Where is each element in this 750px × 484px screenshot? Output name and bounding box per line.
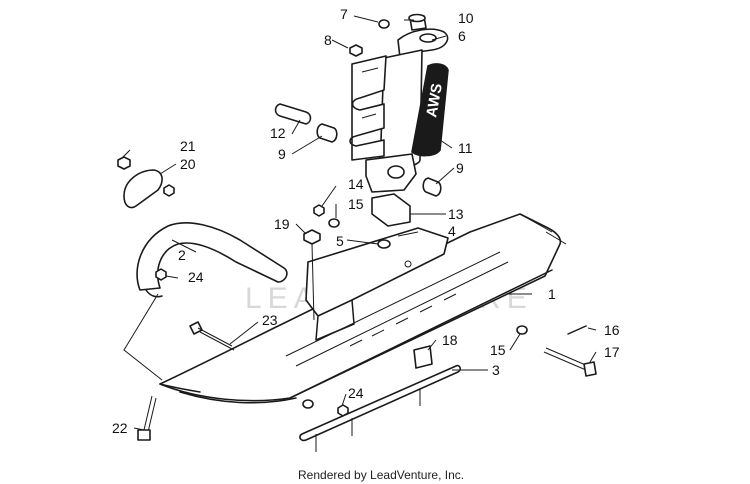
callout-4: 4 — [448, 223, 456, 239]
ski-saddle — [305, 227, 449, 317]
callout-5: 5 — [336, 233, 344, 249]
washer-5 — [377, 239, 391, 249]
callout-2: 2 — [178, 247, 186, 263]
callout-10: 10 — [458, 10, 474, 26]
knob-part — [408, 13, 427, 31]
callout-17: 17 — [604, 344, 620, 360]
callout-22: 22 — [112, 420, 128, 436]
callout-9b: 9 — [456, 160, 464, 176]
callout-20: 20 — [180, 156, 196, 172]
callout-14: 14 — [348, 176, 364, 192]
callout-24b: 24 — [348, 385, 364, 401]
callout-18: 18 — [442, 332, 458, 348]
callout-21: 21 — [180, 138, 196, 154]
spacer-18 — [413, 345, 433, 369]
ski-handle — [136, 222, 288, 298]
callout-6: 6 — [458, 28, 466, 44]
cotter-pin-16 — [567, 325, 587, 335]
callout-1: 1 — [548, 286, 556, 302]
washer-15-lower — [516, 325, 528, 335]
ski-body — [159, 213, 567, 404]
aws-decal-text: AWS — [423, 82, 446, 119]
callout-24a: 24 — [188, 269, 204, 285]
bolt-17 — [543, 347, 597, 377]
spindle-assembly: AWS — [349, 28, 449, 193]
callout-23: 23 — [262, 312, 278, 328]
callout-15b: 15 — [490, 342, 506, 358]
bolt-22 — [137, 395, 157, 441]
nut-24-upper — [155, 268, 167, 281]
nut-14 — [313, 204, 325, 217]
wear-bar — [299, 364, 461, 452]
spacer-block — [371, 193, 411, 227]
callout-19: 19 — [274, 216, 290, 232]
callout-12: 12 — [270, 125, 286, 141]
washer-7 — [378, 19, 390, 29]
nut-19 — [303, 229, 321, 245]
callout-15a: 15 — [348, 196, 364, 212]
nut-8 — [349, 44, 363, 57]
callout-9a: 9 — [278, 146, 286, 162]
callout-7: 7 — [340, 6, 348, 22]
bushings — [274, 103, 442, 197]
footer-credit: Rendered by LeadVenture, Inc. — [298, 468, 464, 482]
washer-15-upper — [328, 218, 340, 228]
bolt-23 — [189, 321, 235, 351]
callout-8: 8 — [324, 32, 332, 48]
callout-3: 3 — [492, 362, 500, 378]
leader-lines — [121, 15, 597, 431]
callout-13: 13 — [448, 206, 464, 222]
callout-11: 11 — [458, 140, 473, 156]
callout-16: 16 — [604, 322, 620, 338]
bracket-20-21 — [117, 156, 175, 209]
